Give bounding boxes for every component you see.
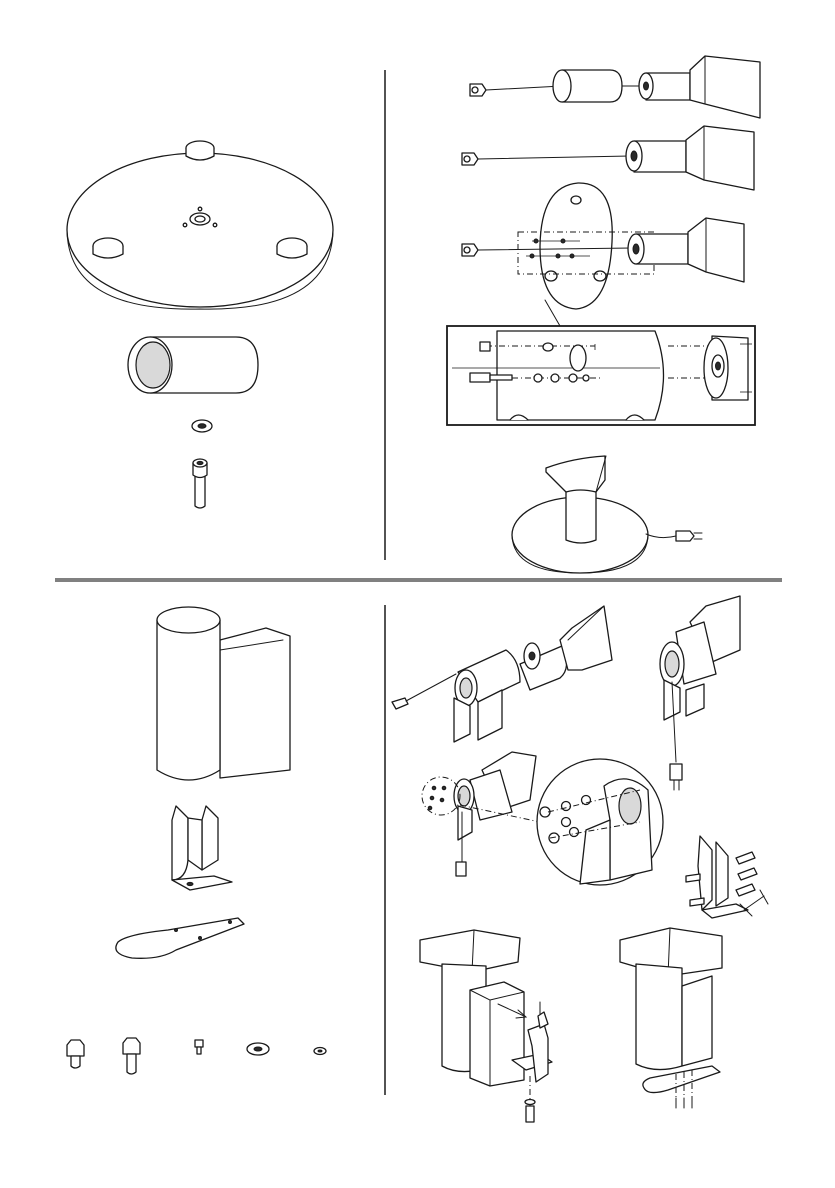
wm-step-6-attach-plate — [620, 928, 722, 1108]
tube-sleeve — [128, 337, 258, 393]
wm-step-1-insert-cable — [392, 606, 612, 742]
step-2-cable-through — [462, 126, 754, 190]
socket-screw — [193, 459, 207, 508]
wall-bracket — [172, 806, 232, 890]
step-3-detail-inset — [447, 326, 755, 425]
wm-step-4-wall-anchors — [686, 836, 768, 918]
step-3-mount-base — [462, 183, 744, 326]
small-screw — [195, 1040, 203, 1054]
small-washer — [314, 1048, 326, 1055]
round-base-plate — [67, 141, 333, 309]
lamp-head-with-housing — [157, 607, 290, 780]
wm-step-5-slide-lamp — [420, 930, 552, 1122]
wm-step-3-screw-bracket — [422, 752, 663, 885]
large-washer — [247, 1043, 269, 1055]
wm-step-2-cable-routed — [660, 596, 740, 790]
step-4-floor-stand-complete — [512, 456, 702, 573]
base-plate-arm — [116, 918, 244, 958]
washer — [192, 420, 212, 432]
step-1-insert-cable — [470, 56, 760, 118]
bolt-long — [67, 1040, 84, 1068]
bolt-short — [123, 1038, 140, 1074]
